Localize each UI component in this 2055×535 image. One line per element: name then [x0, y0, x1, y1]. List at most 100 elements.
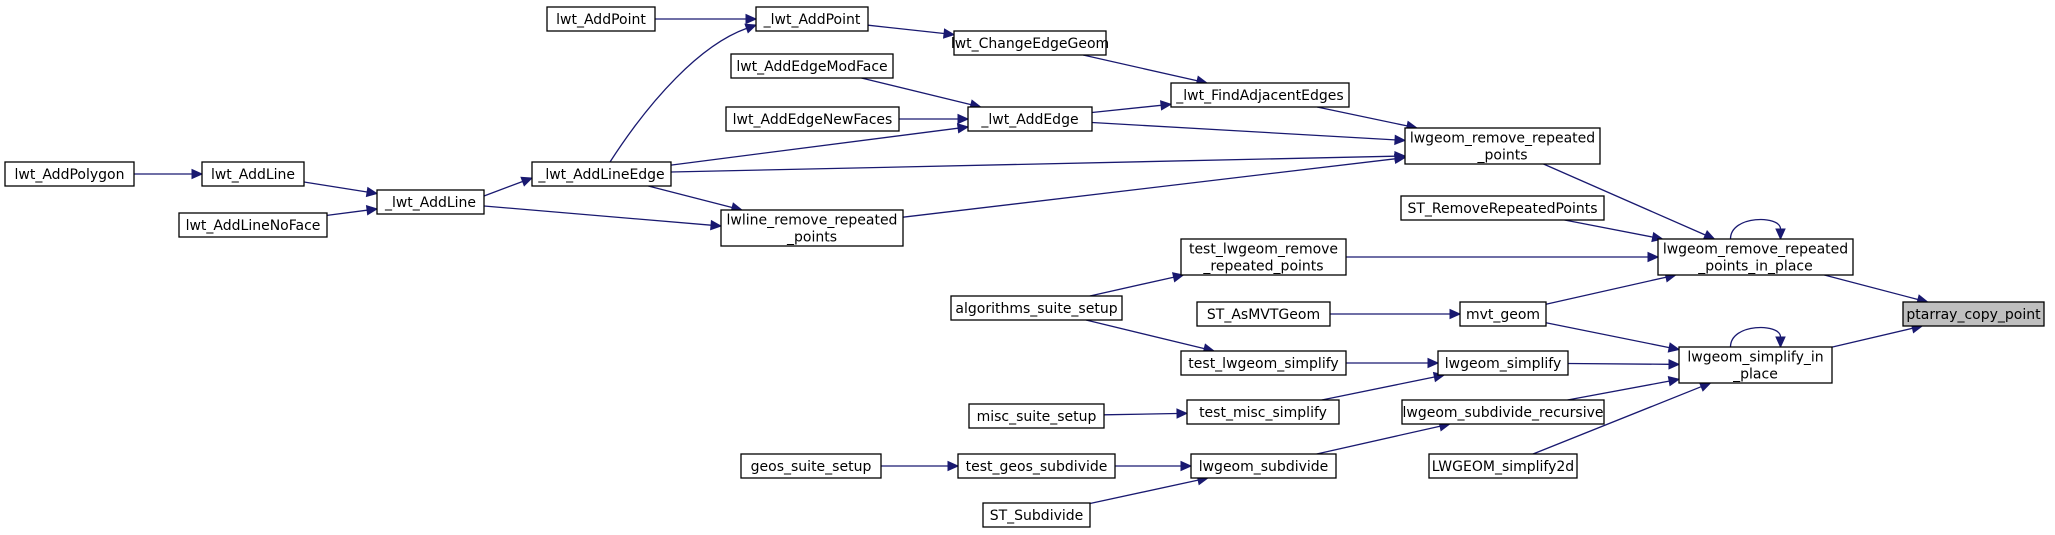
- edge-ST_AsMVTGeom-to-mvt_geom: [1330, 308, 1462, 320]
- node-test_geos_subdivide[interactable]: test_geos_subdivide: [957, 453, 1116, 479]
- node-label: lwgeom_remove_repeated: [1663, 241, 1848, 257]
- node-box: [1190, 453, 1337, 479]
- edge-line: [670, 127, 959, 166]
- node-lwt_AddEdgeModFace[interactable]: lwt_AddEdgeModFace: [730, 53, 894, 79]
- node-_lwt_AddPoint[interactable]: _lwt_AddPoint: [755, 6, 869, 32]
- node-lwt_ChangeEdgeGeom[interactable]: lwt_ChangeEdgeGeom: [951, 30, 1109, 56]
- node-test_misc_simplify[interactable]: test_misc_simplify: [1186, 399, 1340, 425]
- edge-line: [1091, 121, 1396, 141]
- edge-_lwt_AddLine-to-_lwt_AddLineEdge: [483, 176, 534, 197]
- edge-algorithms_suite_setup-to-test_lwgeom_remove_repeated_points: [1089, 272, 1185, 297]
- edge-lwgeom_subdivide-to-lwgeom_subdivide_recursive: [1316, 421, 1451, 455]
- node-mvt_geom[interactable]: mvt_geom: [1459, 301, 1547, 327]
- node-test_lwgeom_simplify[interactable]: test_lwgeom_simplify: [1180, 350, 1347, 376]
- arrow-head: [1667, 375, 1681, 387]
- edge-test_geos_subdivide-to-lwgeom_subdivide: [1115, 460, 1193, 472]
- node-label: test_lwgeom_remove: [1189, 241, 1338, 257]
- node-label: test_lwgeom_simplify: [1188, 356, 1338, 372]
- edge-line: [1729, 326, 1782, 348]
- edge-LWGEOM_simplify2d-to-lwgeom_simplify_in_place: [1532, 382, 1712, 455]
- edge-line: [670, 155, 1396, 173]
- arrow-head: [1449, 308, 1462, 320]
- node-_lwt_FindAdjacentEdges[interactable]: _lwt_FindAdjacentEdges: [1170, 82, 1350, 108]
- node-ST_RemoveRepeatedPoints[interactable]: ST_RemoveRepeatedPoints: [1400, 195, 1605, 221]
- edge-lwt_AddLine-to-_lwt_AddLine: [303, 181, 379, 198]
- arrow-head: [1667, 342, 1681, 353]
- node-ST_AsMVTGeom[interactable]: ST_AsMVTGeom: [1196, 301, 1331, 327]
- edge-line: [483, 205, 712, 226]
- edge-line: [1567, 380, 1670, 401]
- node-_lwt_AddLineEdge[interactable]: _lwt_AddLineEdge: [531, 161, 672, 187]
- node-box: [1180, 350, 1347, 376]
- arrow-head: [1160, 100, 1173, 111]
- node-box: [968, 403, 1105, 429]
- edge-line: [1321, 376, 1435, 401]
- node-_lwt_AddEdge[interactable]: _lwt_AddEdge: [967, 106, 1093, 132]
- node-lwt_AddLineNoFace[interactable]: lwt_AddLineNoFace: [178, 212, 328, 238]
- edge-lwt_AddPolygon-to-lwt_AddLine: [134, 168, 204, 180]
- node-geos_suite_setup[interactable]: geos_suite_setup: [740, 453, 882, 479]
- arrow-head: [1698, 382, 1712, 392]
- node-lwt_AddPolygon[interactable]: lwt_AddPolygon: [4, 161, 135, 187]
- node-box: [1902, 301, 2045, 327]
- node-lwline_remove_repeated_points[interactable]: lwline_remove_repeated_points: [720, 209, 904, 247]
- node-box: [531, 161, 672, 187]
- node-label: lwline_remove_repeated: [727, 212, 898, 228]
- node-box: [178, 212, 328, 238]
- edge-line: [1543, 163, 1706, 236]
- edge-lwt_AddLineNoFace-to-_lwt_AddLine: [326, 205, 379, 217]
- edge-lwgeom_remove_repeated_points_in_place-to-ptarray_copy_point: [1824, 274, 1929, 305]
- node-lwt_AddLine[interactable]: lwt_AddLine: [201, 161, 305, 187]
- node-algorithms_suite_setup[interactable]: algorithms_suite_setup: [950, 295, 1123, 321]
- arrow-head: [1427, 357, 1440, 369]
- node-lwgeom_subdivide[interactable]: lwgeom_subdivide: [1190, 453, 1337, 479]
- node-label: lwt_AddEdgeNewFaces: [733, 112, 893, 128]
- node-label: ST_RemoveRepeatedPoints: [1407, 201, 1597, 217]
- node-label: lwgeom_subdivide_recursive: [1402, 405, 1603, 421]
- node-ptarray_copy_point[interactable]: ptarray_copy_point: [1902, 301, 2045, 327]
- edge-line: [1824, 274, 1919, 301]
- node-label: lwt_AddPoint: [556, 12, 646, 28]
- edge-lwt_AddEdgeModFace-to-_lwt_AddEdge: [861, 77, 982, 110]
- node-box: [1401, 399, 1605, 425]
- node-label: misc_suite_setup: [977, 409, 1097, 425]
- arrow-head: [957, 113, 970, 125]
- node-LWGEOM_simplify2d[interactable]: LWGEOM_simplify2d: [1428, 453, 1578, 479]
- node-lwgeom_simplify_in_place[interactable]: lwgeom_simplify_in_place: [1678, 346, 1833, 384]
- edge-lwgeom_simplify_in_place-to-lwgeom_simplify_in_place: [1729, 326, 1786, 349]
- arrow-head: [1668, 359, 1681, 370]
- edge-line: [1091, 104, 1162, 114]
- node-label: test_misc_simplify: [1199, 405, 1327, 421]
- node-box: [546, 6, 656, 32]
- node-lwt_AddPoint[interactable]: lwt_AddPoint: [546, 6, 656, 32]
- node-label: lwgeom_simplify_in: [1687, 349, 1823, 365]
- arrow-head: [365, 186, 379, 198]
- edge-line: [902, 158, 1396, 218]
- node-box: [740, 453, 882, 479]
- node-lwgeom_subdivide_recursive[interactable]: lwgeom_subdivide_recursive: [1401, 399, 1605, 425]
- node-_lwt_AddLine[interactable]: _lwt_AddLine: [376, 189, 485, 215]
- edge-line: [1089, 479, 1199, 505]
- arrow-head: [956, 123, 970, 134]
- node-box: [1437, 350, 1569, 376]
- edge-line: [1545, 322, 1670, 349]
- node-lwgeom_simplify[interactable]: lwgeom_simplify: [1437, 350, 1569, 376]
- node-misc_suite_setup[interactable]: misc_suite_setup: [968, 403, 1105, 429]
- node-ST_Subdivide[interactable]: ST_Subdivide: [982, 502, 1091, 528]
- node-lwgeom_remove_repeated_points_in_place[interactable]: lwgeom_remove_repeated_points_in_place: [1657, 238, 1854, 276]
- node-test_lwgeom_remove_repeated_points[interactable]: test_lwgeom_remove_repeated_points: [1180, 238, 1347, 276]
- edge-line: [1082, 54, 1198, 82]
- arrow-head: [1394, 134, 1407, 146]
- node-label: LWGEOM_simplify2d: [1432, 459, 1574, 475]
- edge-line: [1831, 327, 1913, 348]
- node-label: geos_suite_setup: [751, 459, 872, 475]
- node-label: lwgeom_subdivide: [1199, 459, 1329, 475]
- edge-lwgeom_simplify_in_place-to-ptarray_copy_point: [1831, 323, 1924, 348]
- edge-test_lwgeom_simplify-to-lwgeom_simplify: [1346, 357, 1440, 369]
- edge-lwt_AddEdgeNewFaces-to-_lwt_AddEdge: [899, 113, 970, 125]
- node-lwgeom_remove_repeated_points[interactable]: lwgeom_remove_repeated_points: [1404, 127, 1601, 165]
- node-box: [1400, 195, 1605, 221]
- node-lwt_AddEdgeNewFaces[interactable]: lwt_AddEdgeNewFaces: [725, 106, 900, 132]
- node-box: [1657, 238, 1854, 276]
- node-label: lwt_AddPolygon: [15, 167, 125, 183]
